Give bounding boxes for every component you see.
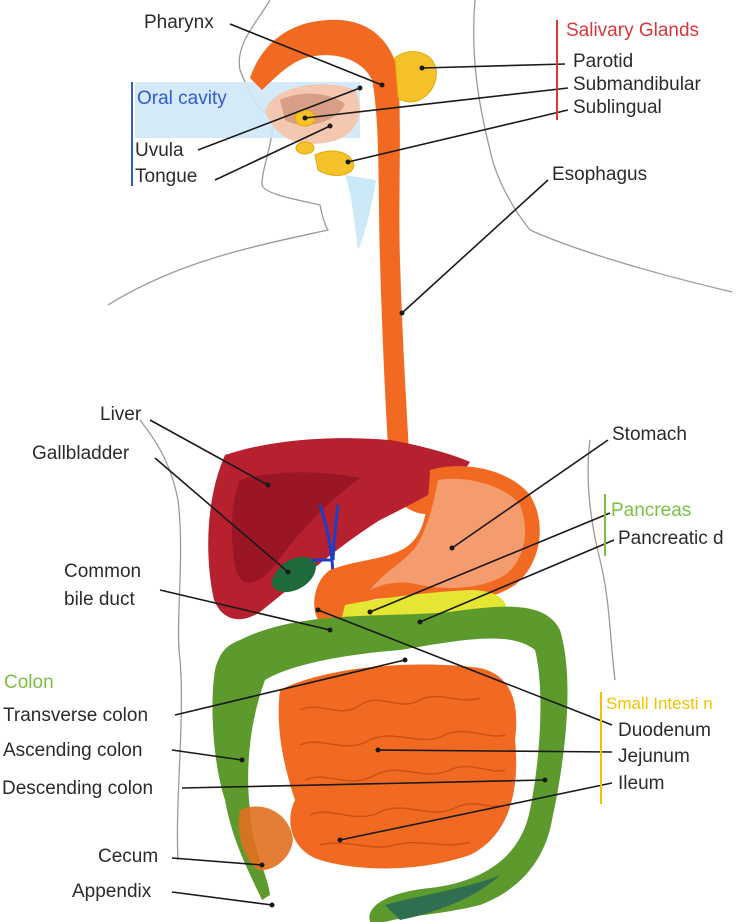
label-liver: Liver	[100, 404, 142, 425]
liver-shape	[208, 438, 470, 620]
label-common-bile-duct-line1: Common	[64, 561, 142, 582]
label-tongue: Tongue	[135, 166, 198, 187]
small-intestine-shape	[278, 664, 517, 869]
gallbladder-shape	[271, 556, 316, 593]
label-sublingual: Sublingual	[573, 97, 662, 118]
leader-dots	[239, 65, 548, 908]
leader-lines	[149, 23, 615, 906]
label-gallbladder: Gallbladder	[32, 443, 130, 464]
label-jejunum: Jejunum	[618, 746, 690, 767]
label-salivary-glands: Salivary Glands	[566, 20, 700, 41]
small-intestine-bracket	[600, 692, 602, 804]
label-oral-cavity: Oral cavity	[137, 88, 227, 109]
oral-cavity-bracket	[131, 82, 133, 186]
label-esophagus: Esophagus	[552, 164, 648, 185]
label-cecum: Cecum	[98, 846, 159, 867]
label-stomach: Stomach	[612, 424, 687, 445]
label-pancreas: Pancreas	[611, 500, 692, 521]
esophagus-shape	[250, 19, 442, 515]
label-pancreatic-duct: Pancreatic d	[618, 528, 724, 549]
body-outline	[107, 0, 733, 861]
label-ileum: Ileum	[618, 773, 665, 794]
label-small-intestine: Small Intesti n	[606, 694, 713, 713]
colon-shape	[212, 606, 568, 922]
salivary-glands	[294, 51, 437, 176]
label-uvula: Uvula	[135, 140, 184, 161]
label-submandibular: Submandibular	[573, 74, 701, 95]
label-duodenum: Duodenum	[618, 720, 711, 741]
label-appendix: Appendix	[72, 881, 152, 902]
label-pharynx: Pharynx	[144, 12, 214, 33]
pancreas-bracket	[604, 494, 606, 556]
label-colon: Colon	[4, 672, 54, 693]
label-descending-colon: Descending colon	[2, 778, 154, 799]
label-ascending-colon: Ascending colon	[3, 740, 143, 761]
label-transverse-colon: Transverse colon	[3, 705, 149, 726]
label-common-bile-duct-line2: bile duct	[64, 589, 135, 610]
label-parotid: Parotid	[573, 51, 634, 72]
salivary-glands-bracket	[556, 20, 558, 120]
